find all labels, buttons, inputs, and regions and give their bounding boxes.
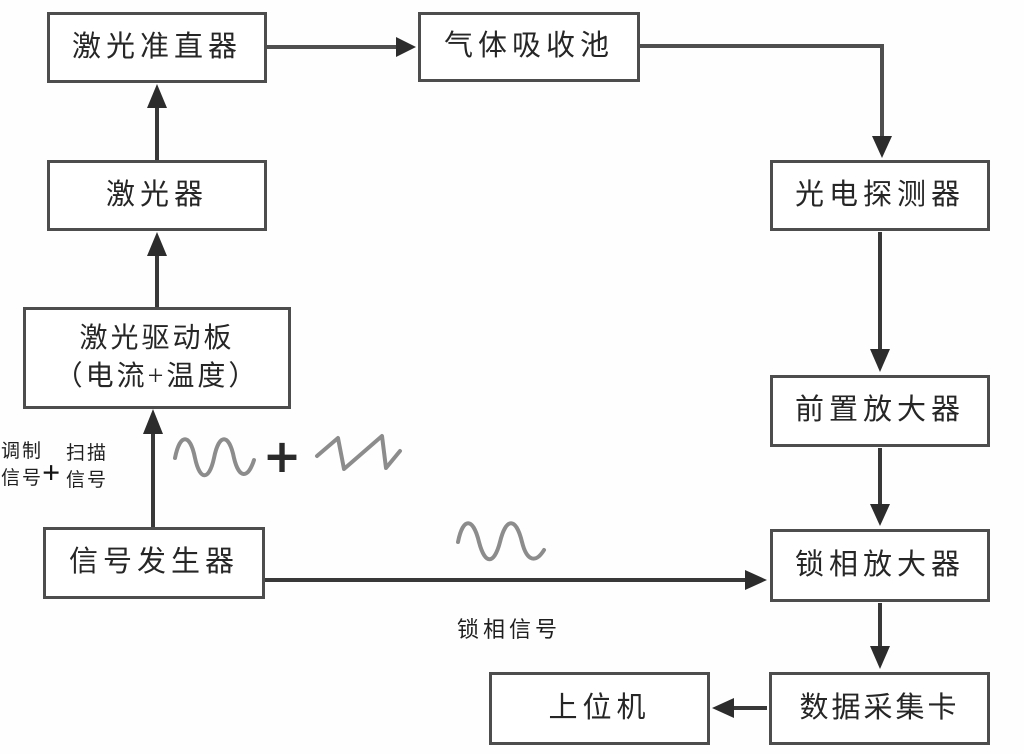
arrow-preamp-to-lockin <box>870 448 890 526</box>
node-photodetector: 光电探测器 <box>770 160 990 231</box>
sawtooth-wave-icon <box>315 434 402 471</box>
node-host-computer: 上位机 <box>489 672 710 745</box>
node-signal-generator: 信号发生器 <box>43 527 265 599</box>
node-label: 光电探测器 <box>794 178 965 211</box>
node-laser: 激光器 <box>47 160 267 231</box>
arrow-siggen-to-lockin <box>265 570 767 590</box>
node-gas-absorption-cell: 气体吸收池 <box>418 12 640 82</box>
arrow-lockin-to-daq <box>870 603 890 669</box>
node-label: 上位机 <box>548 691 651 724</box>
node-label-line2: （电流+温度） <box>54 361 260 392</box>
modulation-signal-label: 调制 信号 <box>1 438 43 492</box>
sine-wave-icon <box>173 437 256 478</box>
lockin-signal-label: 锁相信号 <box>457 617 562 642</box>
plus-sign: + <box>42 454 61 490</box>
node-laser-collimator: 激光准直器 <box>47 12 267 83</box>
node-label: 激光器 <box>105 178 208 211</box>
node-label-line1: 激光驱动板 <box>79 323 235 355</box>
arrow-driver-to-laser <box>147 232 167 309</box>
arrow-photodetector-to-preamp <box>870 232 890 372</box>
node-label: 气体吸收池 <box>443 30 614 63</box>
scan-signal-line1: 扫描 <box>66 443 109 464</box>
node-label: 前置放大器 <box>794 394 965 427</box>
node-label: 激光准直器 <box>71 30 242 63</box>
scan-signal-label: 扫描 信号 <box>66 440 108 494</box>
node-daq-card: 数据采集卡 <box>769 672 990 745</box>
node-label: 锁相放大器 <box>794 548 965 581</box>
waveform-plus: + <box>263 429 302 483</box>
arrow-siggen-to-driver <box>143 409 163 529</box>
modulation-signal-line2: 信号 <box>1 468 44 489</box>
arrow-collimator-to-gascell <box>267 37 416 57</box>
sine-wave-icon <box>456 521 546 562</box>
scan-signal-line2: 信号 <box>66 470 109 491</box>
node-lockin-amplifier: 锁相放大器 <box>770 529 990 602</box>
arrow-gascell-to-photodetector <box>640 44 892 158</box>
node-label: 信号发生器 <box>68 546 239 579</box>
arrow-daq-to-host <box>712 698 767 718</box>
node-label: 数据采集卡 <box>799 691 960 724</box>
node-laser-driver-board: 激光驱动板 （电流+温度） <box>23 307 291 409</box>
arrow-laser-to-collimator <box>147 84 167 162</box>
node-preamplifier: 前置放大器 <box>770 375 990 447</box>
modulation-signal-line1: 调制 <box>1 441 44 462</box>
